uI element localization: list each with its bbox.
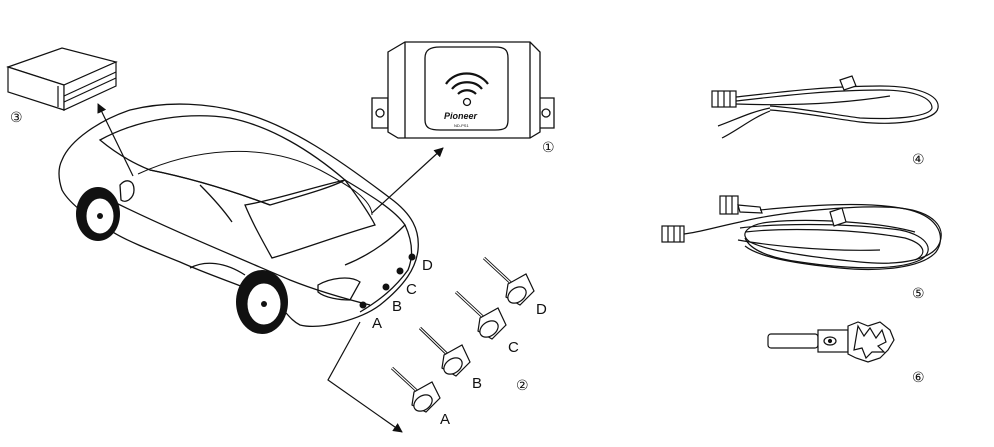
sensor-harness — [661, 195, 942, 271]
callout-1: ① — [542, 140, 555, 156]
sensor-label-d: D — [536, 301, 547, 318]
car-sensor-label-d: D — [422, 257, 433, 274]
sensor-label-b: B — [472, 375, 482, 392]
arrow-to-display — [97, 103, 134, 177]
callout-2: ② — [516, 378, 529, 394]
sensor-d — [482, 256, 535, 306]
car-sensor-label-b: B — [392, 298, 402, 315]
car-sensor-label-c: C — [406, 281, 417, 298]
control-unit — [371, 41, 555, 139]
sensor-c — [454, 290, 507, 340]
display-unit-box — [6, 47, 118, 111]
sensor-a — [390, 366, 441, 413]
power-cable — [711, 75, 939, 139]
front-wheel — [76, 187, 120, 241]
arrow-to-control-unit — [371, 147, 444, 214]
hole-saw-tool — [767, 321, 895, 363]
rear-wheel — [236, 270, 288, 334]
callout-6: ⑥ — [912, 370, 925, 386]
control-unit-model: ND-PS1 — [454, 123, 469, 128]
sensor-b — [418, 326, 471, 377]
sensor-label-a: A — [440, 411, 450, 428]
callout-5: ⑤ — [912, 286, 925, 302]
sensor-label-c: C — [508, 339, 519, 356]
control-unit-brand: Pioneer — [444, 111, 478, 121]
car-sensor-label-a: A — [372, 315, 382, 332]
bumper-sensor-dots — [359, 253, 416, 309]
callout-3: ③ — [10, 110, 23, 126]
callout-4: ④ — [912, 152, 925, 168]
arrow-to-sensors — [327, 321, 403, 433]
